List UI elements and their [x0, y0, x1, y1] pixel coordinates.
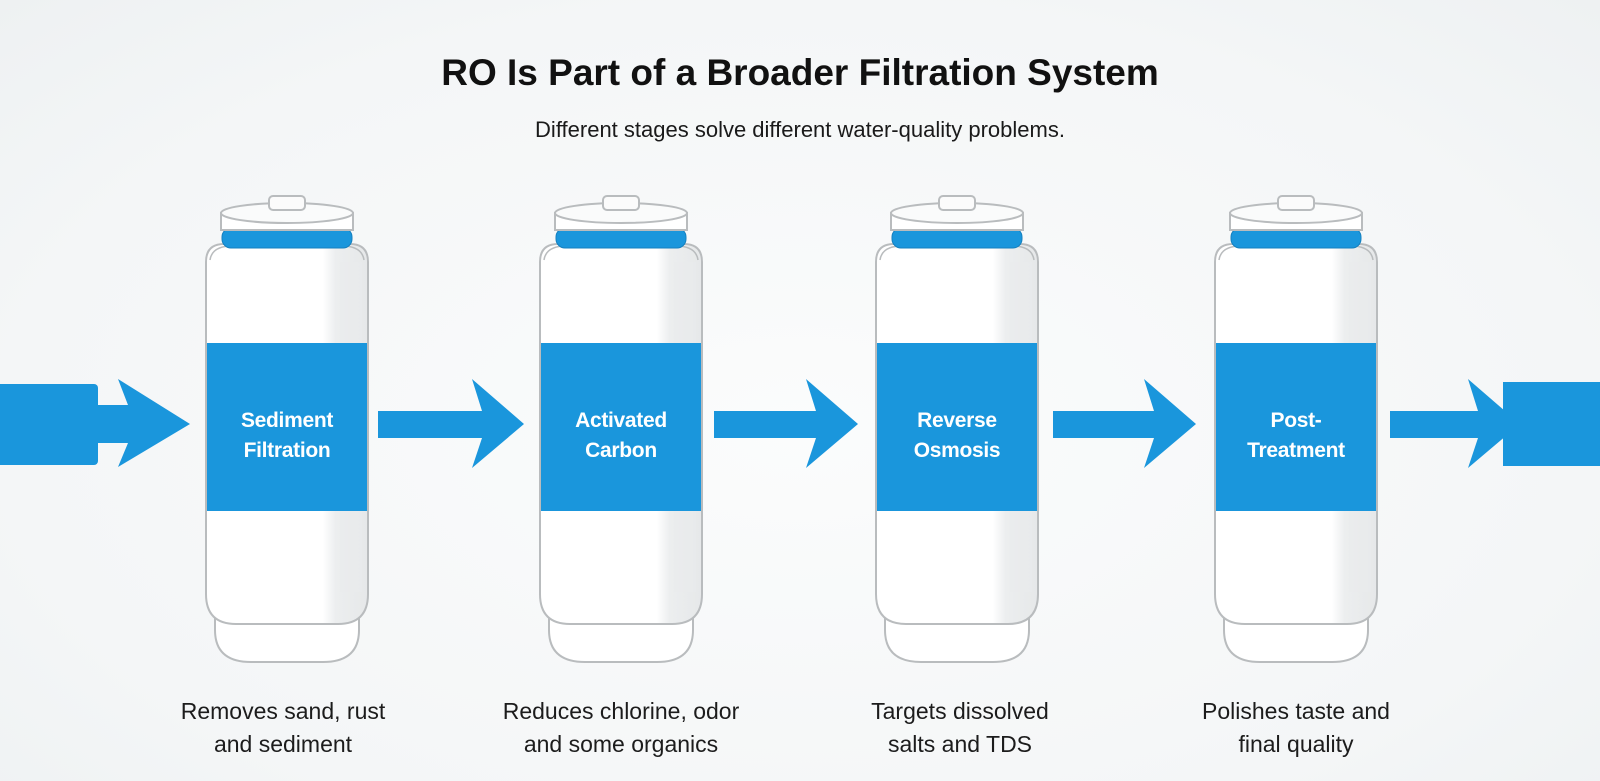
- page-subtitle: Different stages solve different water-q…: [535, 117, 1065, 142]
- filter-cartridge: [539, 195, 703, 663]
- stage-label-line: Treatment: [1247, 439, 1345, 462]
- stage-label-reverse-osmosis: Reverse Osmosis: [877, 406, 1037, 466]
- flow-arrow: [96, 379, 190, 467]
- stage-description-line: Polishes taste and: [1202, 698, 1390, 724]
- cartridge-label-band: [541, 343, 701, 511]
- filter-cartridge: [875, 195, 1039, 663]
- cartridge-nub: [938, 195, 976, 211]
- stage-label-line: Filtration: [243, 439, 331, 462]
- inlet-pipe: [0, 384, 98, 465]
- stage-description-line: Reduces chlorine, odor: [502, 698, 740, 724]
- cartridge-label-band: [1216, 343, 1376, 511]
- stage-label-line: Sediment: [240, 409, 334, 432]
- stage-label-post-treatment: Post- Treatment: [1216, 406, 1376, 466]
- stage-label-line: Activated: [575, 409, 667, 432]
- stage-description-sediment: Removes sand, rust and sediment: [133, 695, 433, 761]
- filter-cartridge: [205, 195, 369, 663]
- stage-label-sediment: Sediment Filtration: [207, 406, 367, 466]
- page-title: RO Is Part of a Broader Filtration Syste…: [441, 52, 1159, 93]
- stage-description-line: final quality: [1238, 731, 1354, 757]
- cartridge-nub: [602, 195, 640, 211]
- stage-label-line: Reverse: [917, 409, 997, 432]
- stage-label-line: Post-: [1270, 409, 1322, 432]
- stage-description-post-treatment: Polishes taste and final quality: [1146, 695, 1446, 761]
- stage-label-carbon: Activated Carbon: [541, 406, 701, 466]
- flow-arrow: [714, 379, 858, 468]
- stage-description-carbon: Reduces chlorine, odor and some organics: [471, 695, 771, 761]
- flow-arrow: [378, 379, 524, 468]
- stage-description-line: and sediment: [213, 731, 353, 757]
- cartridge-nub: [1277, 195, 1315, 211]
- stage-description-line: Removes sand, rust: [180, 698, 386, 724]
- flow-arrow: [1053, 379, 1196, 468]
- flow-arrow: [1390, 379, 1520, 468]
- stage-description-reverse-osmosis: Targets dissolved salts and TDS: [810, 695, 1110, 761]
- stage-label-line: Osmosis: [913, 439, 1001, 462]
- cartridge-nub: [268, 195, 306, 211]
- cartridge-label-band: [877, 343, 1037, 511]
- cartridge-label-band: [207, 343, 367, 511]
- filter-cartridge: [1214, 195, 1378, 663]
- outlet-pipe: [1503, 382, 1600, 466]
- stage-description-line: and some organics: [523, 731, 719, 757]
- stage-description-line: Targets dissolved: [871, 698, 1049, 724]
- stage-description-line: salts and TDS: [887, 731, 1033, 757]
- stage-label-line: Carbon: [585, 439, 657, 462]
